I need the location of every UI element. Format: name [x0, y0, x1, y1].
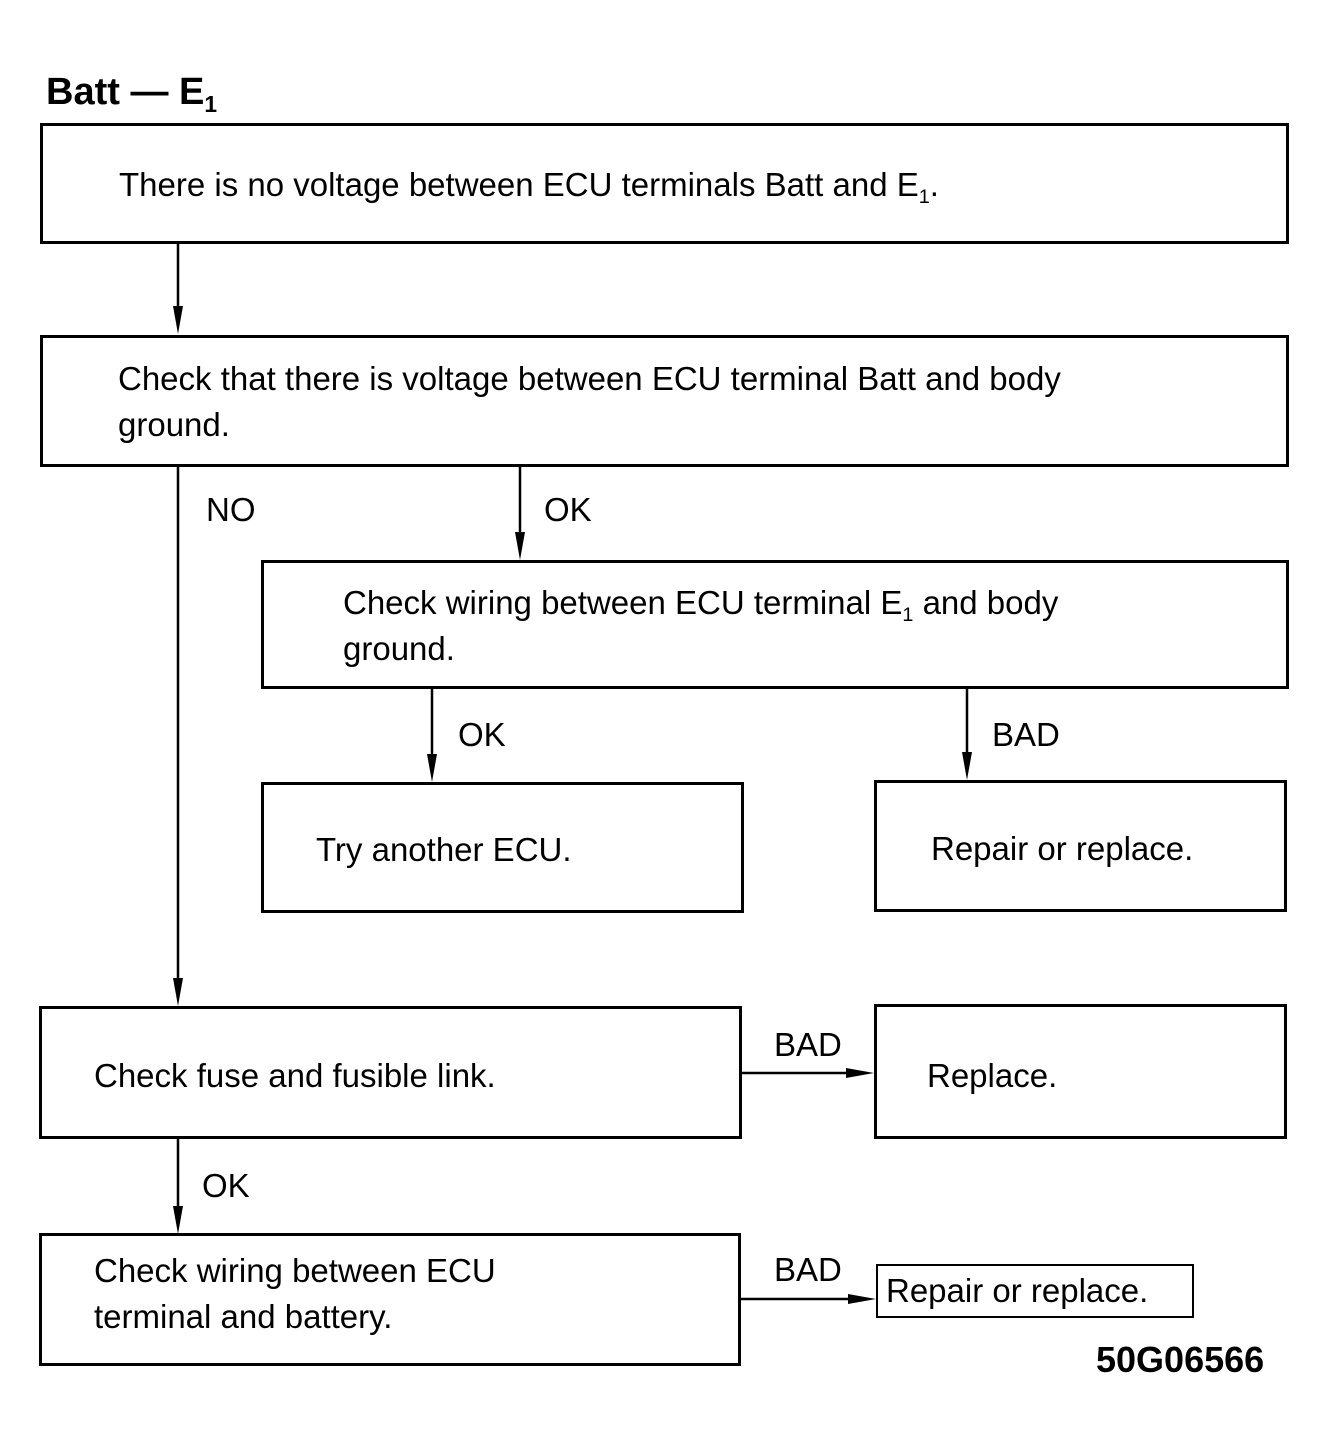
node-check-fuse: Check fuse and fusible link.	[39, 1006, 742, 1139]
label-bad-repair1: BAD	[992, 716, 1060, 753]
node-try-another-ecu: Try another ECU.	[261, 782, 744, 913]
label-bad-replace: BAD	[774, 1026, 842, 1063]
node-replace: Replace.	[874, 1004, 1287, 1139]
arrow-no-to-check-fuse	[173, 466, 183, 1006]
label-ok-try-ecu: OK	[458, 716, 506, 753]
arrow-ok-to-try-ecu	[427, 688, 437, 782]
node-check-e1-wiring: Check wiring between ECU terminal E1 and…	[261, 560, 1289, 689]
diagram-title: Batt — E1	[46, 71, 218, 117]
figure-code: 50G06566	[1096, 1339, 1265, 1380]
arrow-ok-to-check-wiring	[173, 1138, 183, 1234]
arrow-ok-to-check-e1	[515, 466, 525, 560]
label-ok-check-e1: OK	[544, 491, 592, 528]
label-bad-repair2: BAD	[774, 1251, 842, 1288]
node-repair-or-replace-1: Repair or replace.	[874, 780, 1287, 912]
label-ok-wiring: OK	[202, 1167, 250, 1204]
node-check-batt-voltage: Check that there is voltage between ECU …	[40, 335, 1289, 467]
node-no-voltage: There is no voltage between ECU terminal…	[40, 123, 1289, 244]
arrow-bad-to-replace	[741, 1068, 874, 1078]
node-repair-or-replace-2: Repair or replace.	[876, 1264, 1194, 1318]
node-check-wiring-battery: Check wiring between ECU terminal and ba…	[39, 1233, 741, 1366]
label-no: NO	[206, 491, 256, 528]
arrow-start-to-check-batt	[173, 242, 183, 334]
arrow-bad-to-repair2	[740, 1294, 876, 1304]
arrow-bad-to-repair1	[962, 688, 972, 780]
